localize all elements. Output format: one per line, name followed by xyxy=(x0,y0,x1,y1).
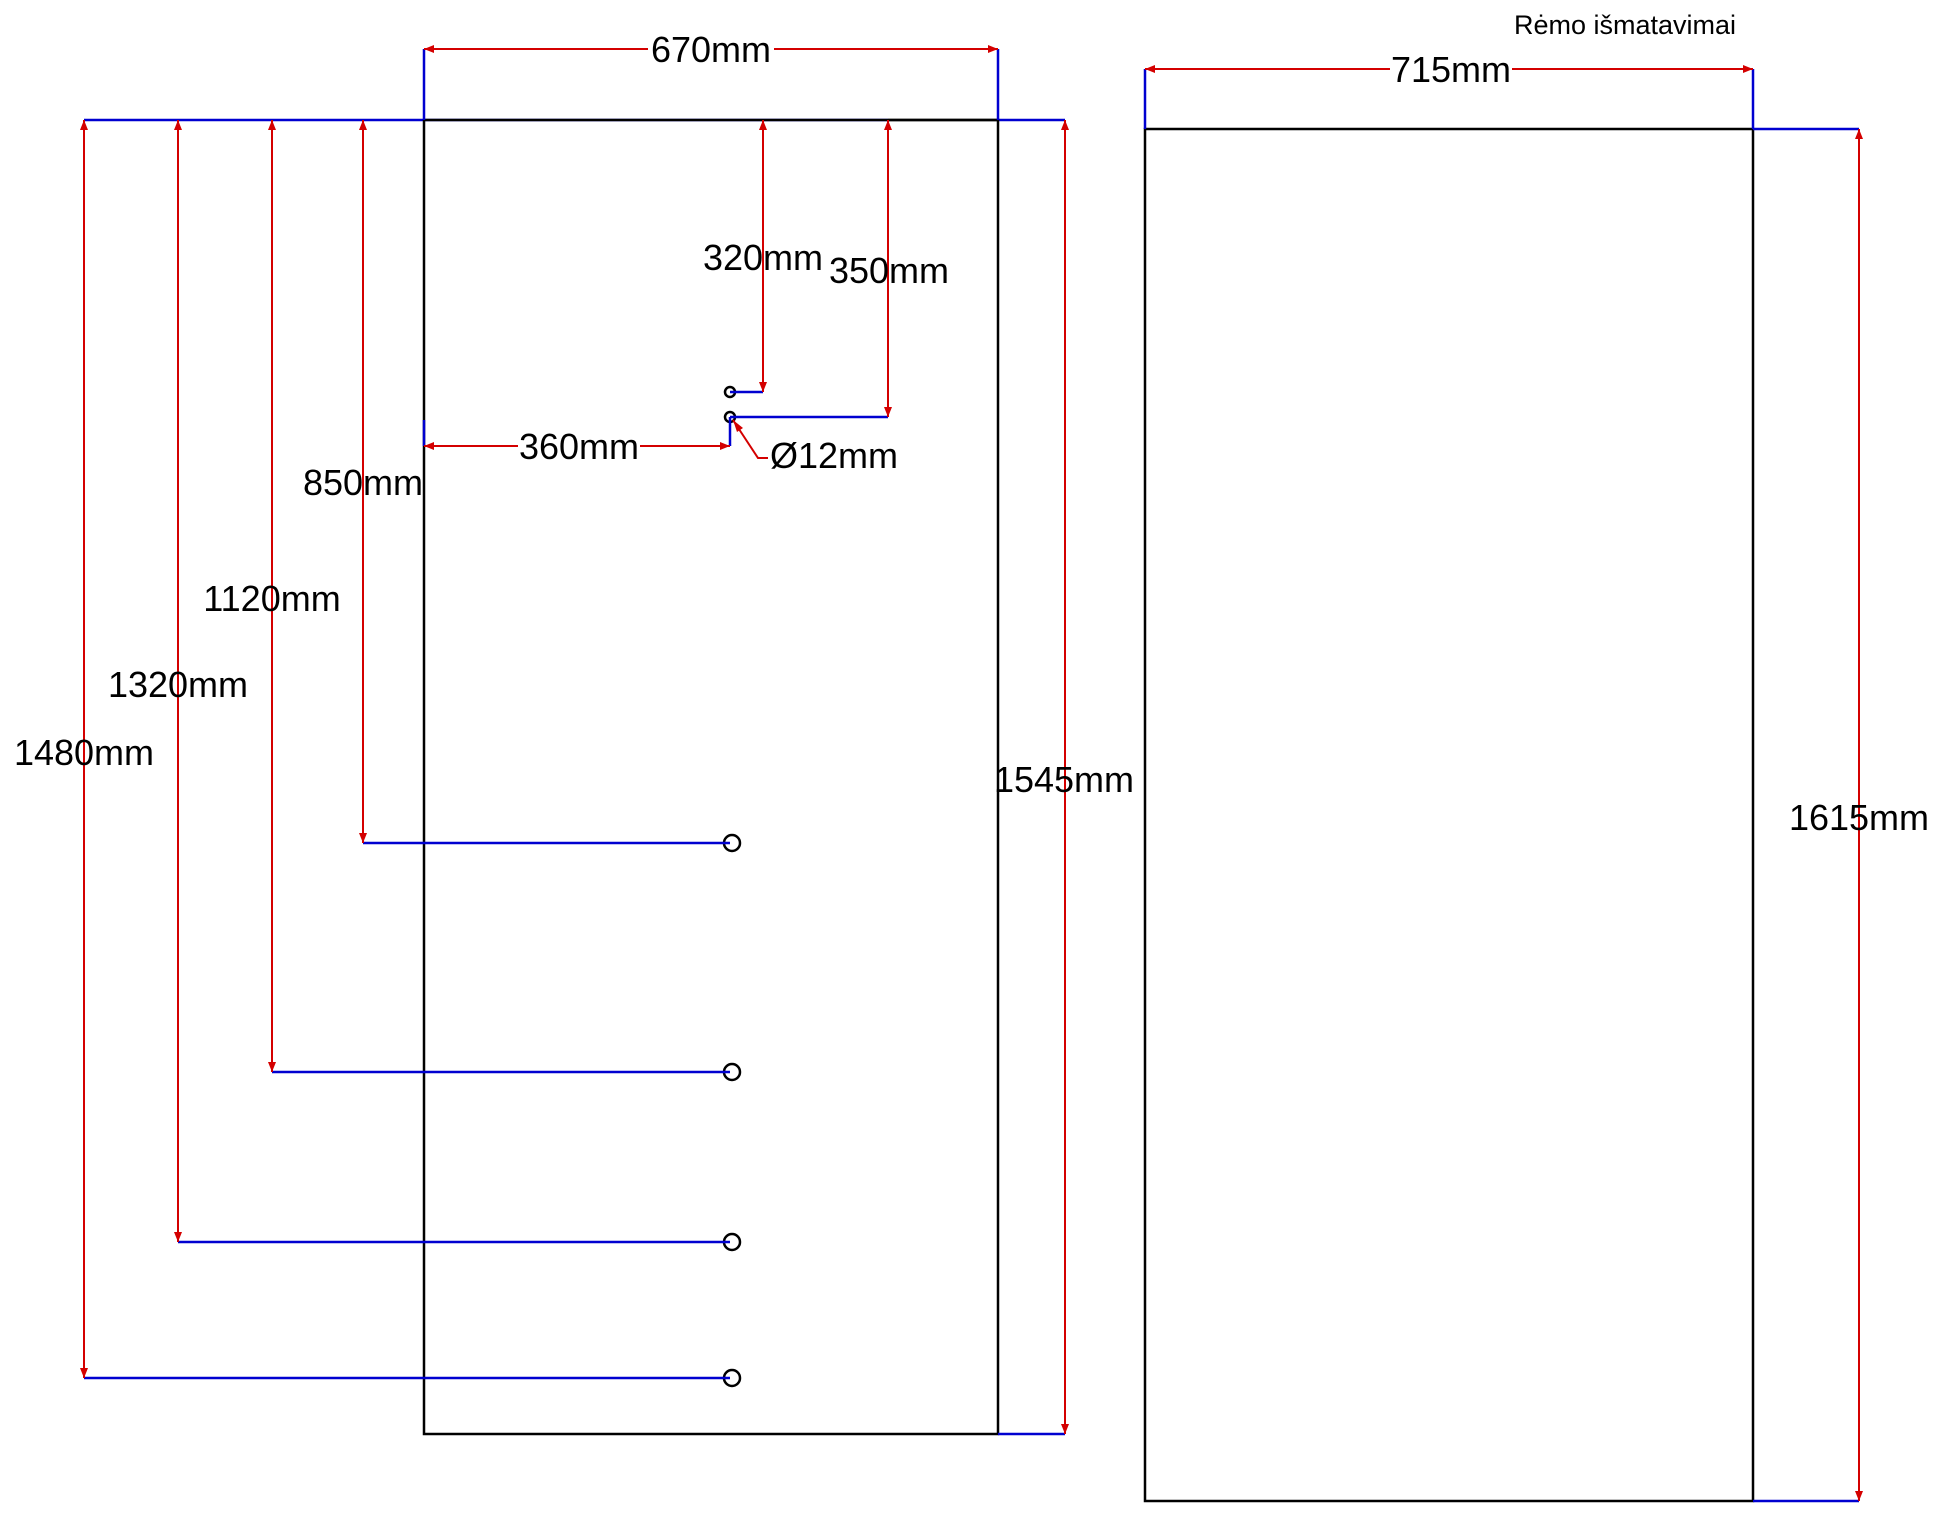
frame-drawing: 715mm 1615mm xyxy=(1143,49,1929,1503)
label-bg xyxy=(1390,50,1512,86)
label-bg xyxy=(518,428,640,464)
hole-320-label: 320mm xyxy=(703,237,823,278)
drawing-title: Rėmo išmatavimai xyxy=(1514,10,1736,40)
frame-outline xyxy=(1143,127,1755,1503)
hole-1480-label: 1480mm xyxy=(14,732,154,773)
frame-height-label: 1615mm xyxy=(1789,797,1929,838)
leader-arrow xyxy=(733,420,743,432)
panel-width-label: 670mm xyxy=(651,29,771,70)
panel-outline xyxy=(422,118,1000,1436)
panel-drawing: 670mm 1545mm 320mm 350mm 360mm Ø12mm xyxy=(14,29,1134,1436)
hole-diameter-label: Ø12mm xyxy=(770,435,898,476)
panel-height-label: 1545mm xyxy=(994,759,1134,800)
hole-1320-label: 1320mm xyxy=(108,664,248,705)
frame-width-label: 715mm xyxy=(1391,49,1511,90)
label-bg xyxy=(648,30,774,66)
hole-850-label: 850mm xyxy=(303,462,423,503)
hole-1120-label: 1120mm xyxy=(203,578,340,619)
hole-350-label: 350mm xyxy=(829,250,949,291)
hole-diameter-leader xyxy=(732,419,768,459)
hole-offset-label: 360mm xyxy=(519,426,639,467)
